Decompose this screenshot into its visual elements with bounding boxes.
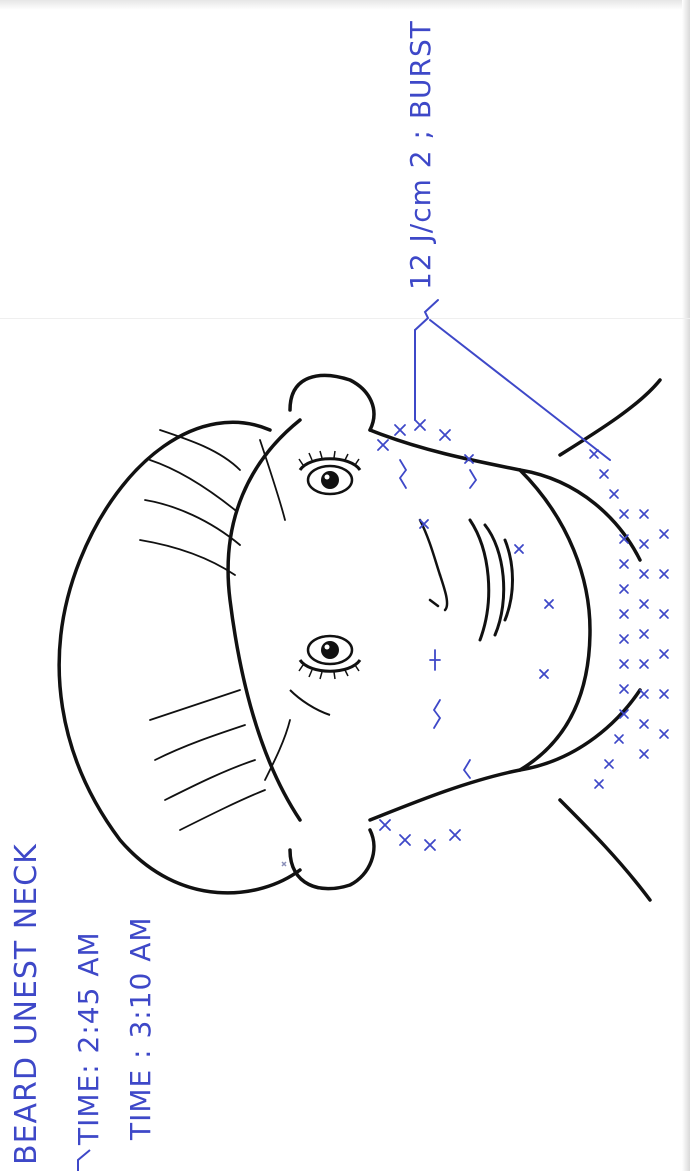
- mouth: [470, 520, 513, 640]
- chin-contour: [520, 470, 590, 770]
- eye-upper: [299, 451, 360, 494]
- time-start-note: TIME: 2:45 AM: [72, 931, 105, 1146]
- energy-setting-note: 12 J/cm 2 ; BURST: [404, 20, 437, 290]
- jaw-contour-right: [370, 690, 640, 820]
- neck-line-upper: [560, 380, 660, 455]
- neck-treatment-marks: [590, 450, 668, 788]
- nose: [420, 520, 447, 610]
- face-outline: [59, 375, 660, 900]
- eye-lower: [290, 636, 360, 715]
- hair-strokes: [140, 430, 290, 830]
- neck-line-lower: [560, 800, 650, 900]
- area-treated-note: BEARD UNEST NECK: [9, 843, 44, 1165]
- forehead-hairline: [228, 420, 300, 820]
- stray-mark: [282, 862, 286, 866]
- time-end-note: TIME : 3:10 AM: [124, 916, 157, 1141]
- ear-lower: [290, 830, 374, 889]
- left-margin-bracket: [78, 1150, 90, 1171]
- head-top-contour: [59, 422, 300, 893]
- ear-upper: [290, 375, 374, 430]
